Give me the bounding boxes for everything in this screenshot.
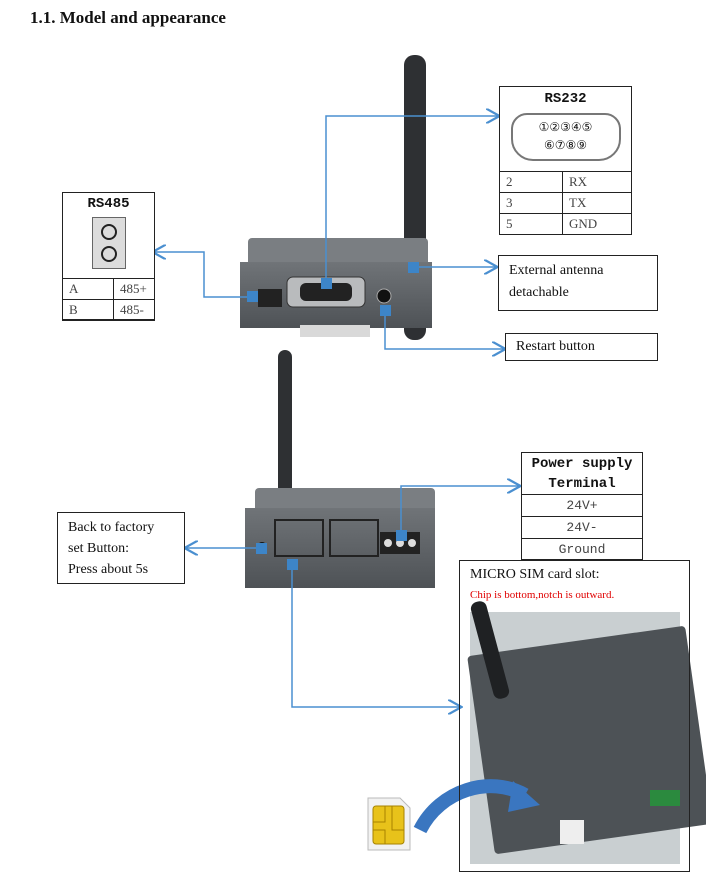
restart-callout: Restart button: [505, 333, 658, 361]
db9-pins-row1: ①②③④⑤: [538, 120, 593, 134]
marker-restart: [380, 305, 391, 316]
rs232-header: RS232: [544, 91, 587, 107]
sim-slot-box: MICRO SIM card slot: Chip is bottom,notc…: [459, 560, 690, 872]
top-device-image: [240, 55, 432, 340]
power-row-24v-plus: 24V+: [522, 495, 642, 517]
arrow-power: [400, 486, 519, 530]
arrow-rs485: [154, 252, 247, 298]
db9-pins-row2: ⑥⑦⑧⑨: [543, 138, 588, 152]
arrow-restart: [384, 316, 504, 349]
marker-rs485: [247, 291, 258, 302]
power-row-24v-minus: 24V-: [522, 517, 642, 539]
sim-title: MICRO SIM card slot:: [470, 567, 600, 582]
terminal-block-icon: [91, 217, 126, 269]
antenna-callout: External antenna detachable: [498, 255, 658, 311]
db9-connector-icon: ①②③④⑤ ⑥⑦⑧⑨: [510, 113, 621, 161]
bottom-device-image: [245, 350, 435, 588]
arrow-sim: [291, 570, 460, 707]
marker-factory: [256, 543, 267, 554]
marker-antenna: [408, 262, 419, 273]
sim-note: Chip is bottom,notch is outward.: [470, 589, 615, 601]
marker-rs232: [321, 278, 332, 289]
marker-power: [396, 530, 407, 541]
bottom-antenna: [278, 350, 292, 510]
arrow-rs232: [325, 116, 498, 278]
rs485-header: RS485: [87, 196, 130, 212]
power-header: Power supply Terminal: [522, 453, 642, 495]
sim-photo: [467, 601, 706, 864]
marker-sim: [287, 559, 298, 570]
sim-card-icon: [367, 797, 411, 851]
power-row-ground: Ground: [558, 542, 606, 557]
factory-reset-callout: Back to factory set Button: Press about …: [57, 512, 185, 584]
power-terminal-box: Power supply Terminal 24V+ 24V- Ground: [521, 452, 643, 560]
section-title: 1.1. Model and appearance: [30, 8, 226, 27]
